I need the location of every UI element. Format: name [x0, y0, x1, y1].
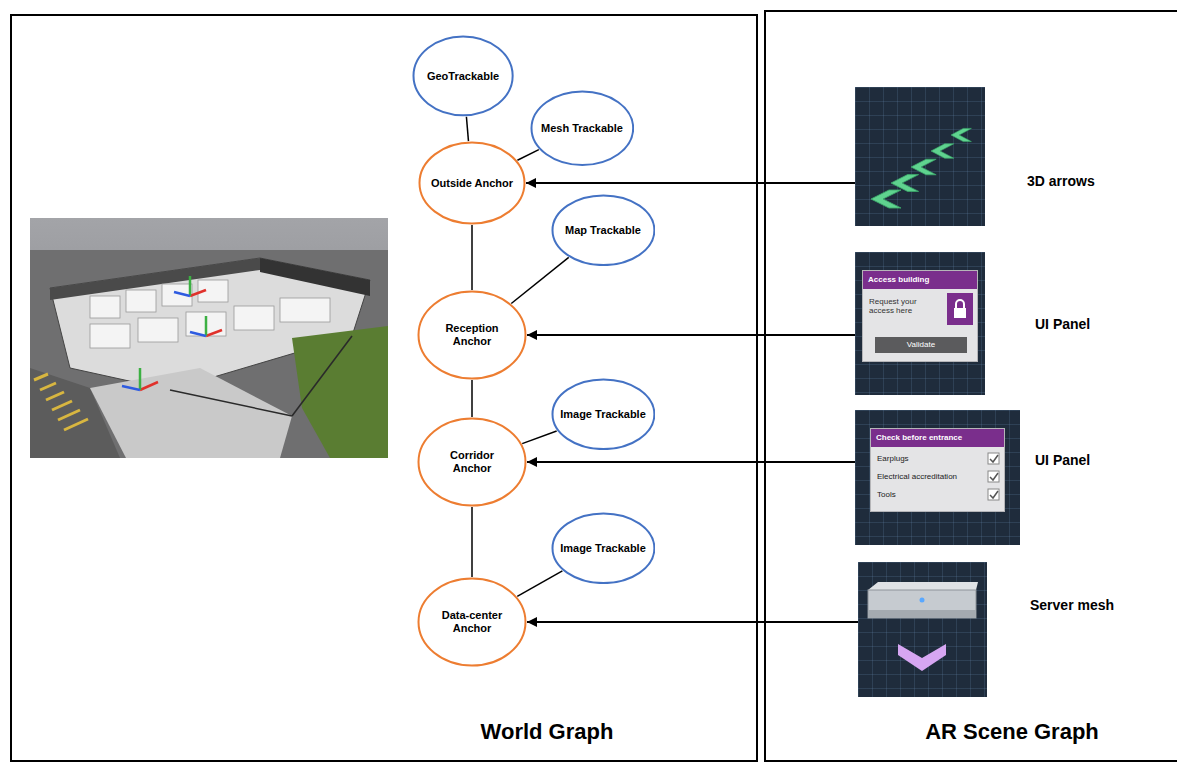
checkbox [988, 489, 999, 500]
graph-panel: World Graph GeoTrackableMesh TrackableOut… [10, 14, 758, 762]
anchor-node: Data-center Anchor [417, 577, 527, 667]
graph-link [517, 571, 562, 596]
road-stripes [34, 374, 88, 430]
graph-link [471, 507, 473, 577]
anchor-node: Outside Anchor [418, 141, 526, 225]
ui-panel: Access buildingRequest your access hereV… [862, 270, 978, 362]
graph-link [471, 380, 473, 417]
node-label: Image Trackable [557, 408, 649, 421]
building-illustration [30, 218, 388, 458]
server-top [868, 582, 978, 590]
chevron [891, 175, 919, 192]
check-mark [990, 473, 998, 480]
graph-link [517, 150, 538, 161]
node-label: Reception Anchor [437, 322, 507, 347]
ui-text: Check before entrance [876, 433, 962, 442]
trackable-node: Map Trackable [551, 194, 656, 267]
server-led [920, 598, 925, 603]
attachment-arrow [526, 182, 855, 184]
chevron [931, 144, 954, 158]
trackable-node: Image Trackable [551, 512, 656, 585]
chevron [911, 159, 936, 175]
trackable-node: Mesh Trackable [530, 90, 635, 166]
building-wall [260, 258, 370, 296]
graph-panel: AR Scene Graph3D arrowsUI PanelAccess bu… [764, 10, 1177, 762]
checkbox [988, 471, 999, 482]
check-mark [990, 455, 998, 462]
ui-text: Request your access here [869, 297, 943, 315]
ground [30, 250, 388, 458]
ui-text: Access building [868, 275, 929, 284]
lock-shackle [956, 300, 964, 308]
graph-link [511, 257, 568, 303]
anchor-node: Corridor Anchor [417, 417, 527, 507]
scene-thumbnail: 3D arrows [855, 87, 985, 226]
chevron [871, 190, 901, 208]
server-band [868, 610, 976, 618]
checkboxes [987, 452, 1001, 508]
graph-link [522, 431, 556, 444]
check-mark [990, 491, 998, 498]
heading-label: AR Scene Graph [892, 719, 1132, 744]
node-ellipse [552, 379, 654, 449]
scene-thumbnail: UI PanelAccess buildingRequest your acce… [855, 252, 985, 395]
graph-link [471, 225, 473, 290]
lock-icon [947, 293, 973, 325]
plaza [90, 368, 292, 458]
node-ellipse [531, 91, 633, 164]
arrow-chevrons [855, 87, 985, 226]
pink-chevron [898, 644, 946, 671]
attachment-arrow [527, 334, 855, 336]
scene-thumbnail: Server mesh [858, 562, 987, 697]
ui-text: Tools [877, 490, 896, 499]
ui-text: Electrical accreditation [877, 472, 957, 481]
heading-label: Server mesh [1030, 597, 1114, 613]
axis-gizmo [122, 276, 222, 390]
node-label: GeoTrackable [418, 70, 508, 83]
graph-link [466, 117, 468, 141]
attachment-arrow [527, 621, 858, 623]
node-ellipse [419, 419, 526, 506]
heading-label: 3D arrows [1027, 173, 1095, 189]
ui-panel: Check before entranceEarplugsElectrical … [870, 428, 1005, 512]
node-label: Outside Anchor [427, 177, 517, 190]
node-ellipse [419, 579, 526, 666]
grass [292, 326, 388, 458]
node-label: Data-center Anchor [432, 609, 512, 634]
attachment-arrow [527, 461, 855, 463]
sky [30, 218, 388, 458]
server-front [868, 590, 976, 618]
scene-thumbnail: UI PanelCheck before entranceEarplugsEle… [855, 410, 1020, 545]
ui-text: Earplugs [877, 454, 909, 463]
node-label: Image Trackable [557, 542, 649, 555]
node-label: Map Trackable [557, 224, 649, 237]
heading-label: World Graph [422, 719, 672, 744]
fence [170, 336, 352, 416]
chevron [951, 128, 971, 141]
node-ellipse [413, 37, 512, 116]
server-mesh [858, 562, 987, 697]
node-ellipse [419, 292, 526, 379]
lock-bg [947, 293, 973, 325]
node-label: Mesh Trackable [536, 122, 628, 135]
trackable-node: Image Trackable [551, 378, 656, 451]
heading-label: UI Panel [1035, 452, 1090, 468]
heading-label: UI Panel [1035, 316, 1090, 332]
node-ellipse [552, 195, 654, 265]
checkbox [988, 453, 999, 464]
ui-text: Validate [875, 340, 967, 349]
anchor-node: Reception Anchor [417, 290, 527, 380]
lock-body [954, 308, 966, 318]
node-ellipse [420, 143, 525, 224]
node-ellipse [552, 513, 654, 583]
node-label: Corridor Anchor [437, 449, 507, 474]
trackable-node: GeoTrackable [412, 35, 514, 117]
